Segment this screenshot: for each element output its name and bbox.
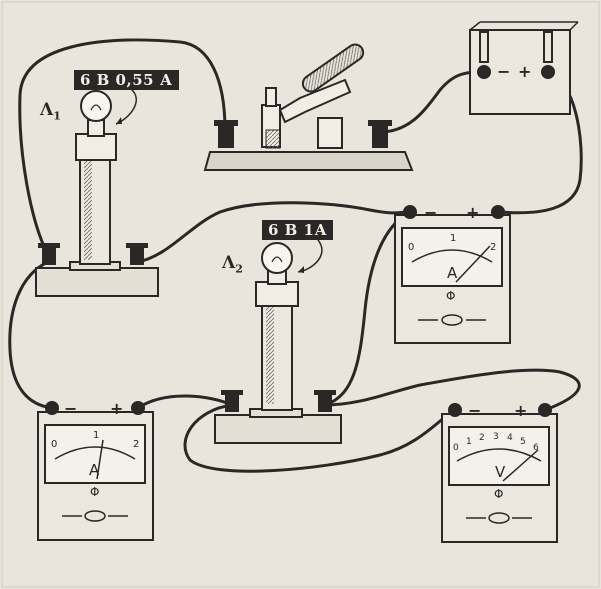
ammeter-bottom-scale-1: 1 xyxy=(93,430,99,441)
wire-lower-ammeter-to-lamp2 xyxy=(136,394,234,410)
voltmeter-scale-2: 2 xyxy=(479,433,485,443)
voltmeter-scale-0: 0 xyxy=(453,443,459,453)
battery-plus-terminal xyxy=(541,65,555,79)
lamp2-rating-label: 6 В 1А xyxy=(262,220,334,240)
voltmeter: − + 0 1 2 3 4 5 6 V Φ xyxy=(441,401,558,543)
lamp2-letter: Λ xyxy=(222,253,236,273)
voltmeter-plus-terminal xyxy=(538,403,552,417)
ammeter-bottom-scale-2: 2 xyxy=(133,439,139,450)
lamp1-assembly xyxy=(35,87,159,297)
voltmeter-scale-6: 6 xyxy=(533,443,539,453)
lamp2-index: 2 xyxy=(235,262,243,276)
knife-switch xyxy=(203,43,414,171)
voltmeter-dial-symbol: Φ xyxy=(494,487,503,501)
ammeter-bottom-minus-sign: − xyxy=(64,399,77,418)
battery: − + xyxy=(469,21,579,115)
ammeter-bottom-scale-0: 0 xyxy=(51,439,57,450)
ammeter-top-scale-0: 0 xyxy=(408,242,414,253)
wire-voltmeter-to-lamp2 xyxy=(323,368,581,412)
ammeter-top-dial-symbol: Φ xyxy=(446,289,455,303)
voltmeter-scale-3: 3 xyxy=(493,432,499,442)
lamp1-letter: Λ xyxy=(40,100,54,120)
wire-lamp2-to-voltmeter xyxy=(183,403,457,473)
ammeter-top-minus-terminal xyxy=(403,205,417,219)
wire-lamp1-to-switch xyxy=(18,38,227,257)
ammeter-bottom-unit: A xyxy=(89,461,100,479)
lamp2-designation: Λ2 xyxy=(222,253,243,275)
ammeter-top-scale-2: 2 xyxy=(490,242,496,253)
battery-plus-sign: + xyxy=(518,62,531,81)
ammeter-bottom-plus-sign: + xyxy=(110,399,123,418)
voltmeter-scale-5: 5 xyxy=(520,437,526,447)
battery-minus-sign: − xyxy=(497,62,510,81)
lamp1-rating-label: 6 В 0,55 А xyxy=(74,70,179,90)
ammeter-top-plus-sign: + xyxy=(466,203,479,222)
ammeter-bottom: − + 0 1 2 A Φ xyxy=(37,399,154,541)
wires xyxy=(8,38,583,473)
switch-handle xyxy=(301,43,365,93)
wire-ammeter-to-lamp2 xyxy=(323,210,412,407)
ammeter-bottom-minus-terminal xyxy=(45,401,59,415)
ammeter-bottom-plus-terminal xyxy=(131,401,145,415)
ammeter-top-scale-1: 1 xyxy=(450,233,456,244)
lamp2-bulb xyxy=(261,242,293,274)
voltmeter-scale-1: 1 xyxy=(466,437,472,447)
wire-lamp1-to-lower-ammeter xyxy=(8,260,54,410)
battery-minus-terminal xyxy=(477,65,491,79)
voltmeter-scale-4: 4 xyxy=(507,433,513,443)
lamp1-bulb xyxy=(80,90,112,122)
wire-lamp1-to-ammeter xyxy=(136,201,412,264)
ammeter-top: − + 0 1 2 A Φ xyxy=(394,203,511,344)
ammeter-top-minus-sign: − xyxy=(424,203,437,222)
voltmeter-unit: V xyxy=(495,463,506,481)
lamp1-designation: Λ1 xyxy=(40,100,61,122)
voltmeter-minus-terminal xyxy=(448,403,462,417)
voltmeter-plus-sign: + xyxy=(514,401,527,420)
lamp1-index: 1 xyxy=(53,109,61,123)
voltmeter-minus-sign: − xyxy=(468,401,481,420)
ammeter-bottom-dial-symbol: Φ xyxy=(90,485,99,499)
ammeter-top-plus-terminal xyxy=(491,205,505,219)
wire-switch-to-battery xyxy=(378,70,486,134)
ammeter-top-unit: A xyxy=(447,264,458,282)
lamp2-assembly xyxy=(214,239,342,444)
